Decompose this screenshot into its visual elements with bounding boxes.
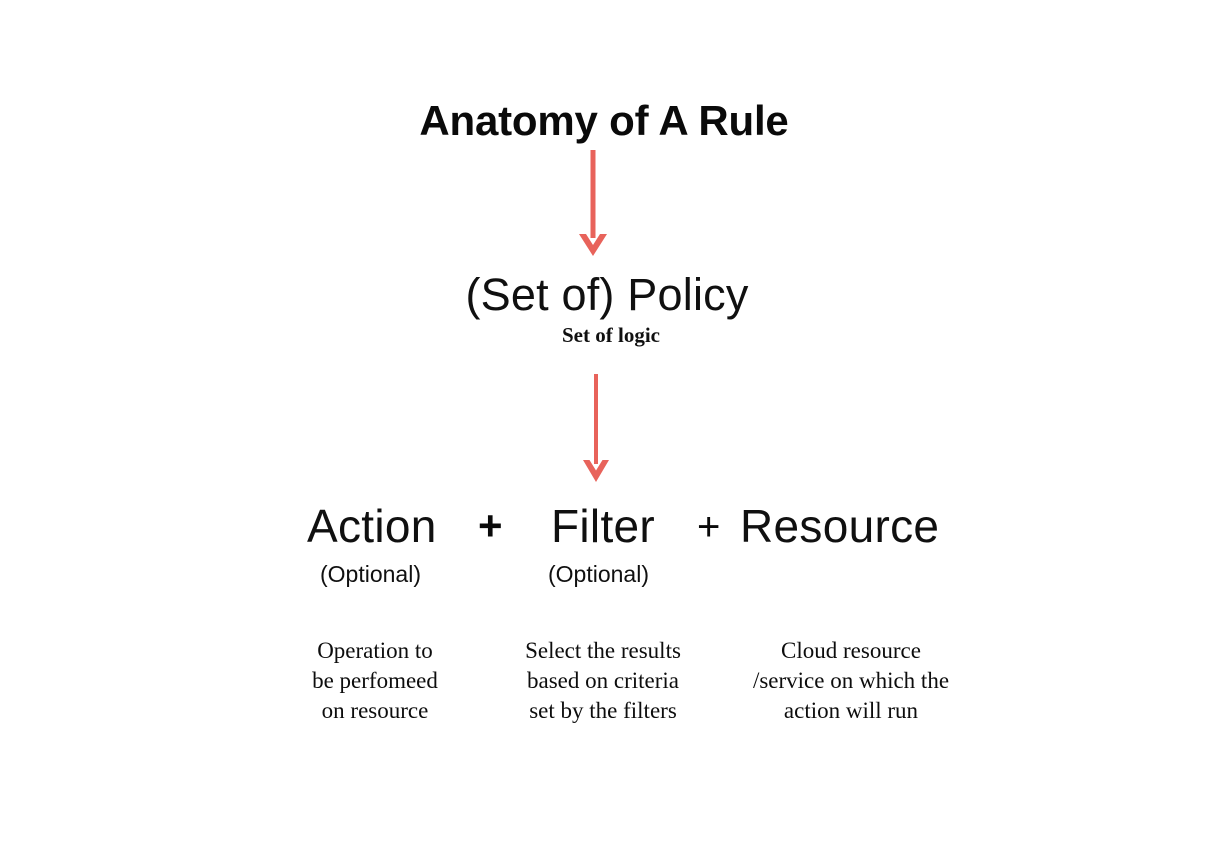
component-term-resource: Resource bbox=[740, 500, 940, 552]
optional-badge-action: (Optional) bbox=[320, 561, 421, 587]
component-term-action: Action bbox=[307, 500, 437, 552]
plus-operator-2: + bbox=[697, 505, 721, 549]
description-line: /service on which the bbox=[752, 668, 950, 693]
description-line: be perfomeed bbox=[312, 668, 438, 693]
description-line: Select the results bbox=[525, 638, 681, 663]
policy-node: (Set of) Policy Set of logic bbox=[0, 271, 1216, 347]
component-description-filter: Select the results based on criteria set… bbox=[493, 636, 713, 726]
description-line: Operation to bbox=[317, 638, 433, 663]
description-line: action will run bbox=[783, 698, 919, 723]
arrow-title-to-policy-icon bbox=[573, 150, 613, 263]
component-term-filter: Filter bbox=[551, 500, 656, 552]
policy-subtitle: Set of logic bbox=[562, 323, 660, 348]
component-description-resource: Cloud resource /service on which the act… bbox=[727, 636, 975, 726]
page-title: Anatomy of A Rule bbox=[419, 97, 789, 144]
component-description-action: Operation to be perfomeed on resource bbox=[265, 636, 485, 726]
plus-operator-1: + bbox=[478, 502, 503, 549]
description-line: on resource bbox=[321, 698, 429, 723]
policy-label: (Set of) Policy bbox=[465, 269, 749, 320]
arrow-policy-to-components-icon bbox=[576, 374, 616, 491]
description-line: Cloud resource bbox=[781, 638, 921, 663]
description-line: based on criteria bbox=[527, 668, 679, 693]
optional-badge-filter: (Optional) bbox=[548, 561, 649, 587]
description-line: set by the filters bbox=[529, 698, 677, 723]
components-row: Action + Filter + Resource bbox=[0, 503, 1216, 563]
